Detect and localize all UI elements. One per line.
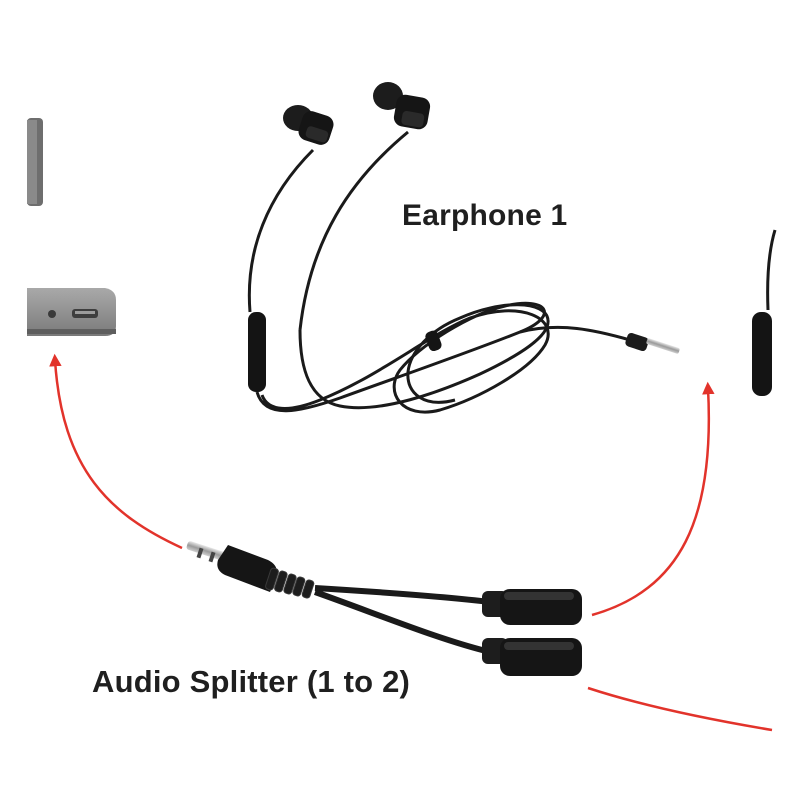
- inline-remote-icon: [248, 312, 266, 392]
- earphone-2-partial-icon: [752, 230, 775, 396]
- audio-jack-port-icon: [48, 310, 56, 318]
- arrow-splitter-to-earphone-2: [588, 688, 772, 730]
- earphone-1-label: Earphone 1: [402, 199, 567, 233]
- audio-splitter-label: Audio Splitter (1 to 2): [92, 664, 410, 700]
- source-device-icon: [27, 118, 116, 336]
- earphone-1-icon: [248, 82, 680, 412]
- audio-splitter-icon: [186, 540, 582, 676]
- arrow-splitter-to-device: [55, 360, 182, 548]
- arrow-splitter-to-earphone-1: [592, 388, 709, 615]
